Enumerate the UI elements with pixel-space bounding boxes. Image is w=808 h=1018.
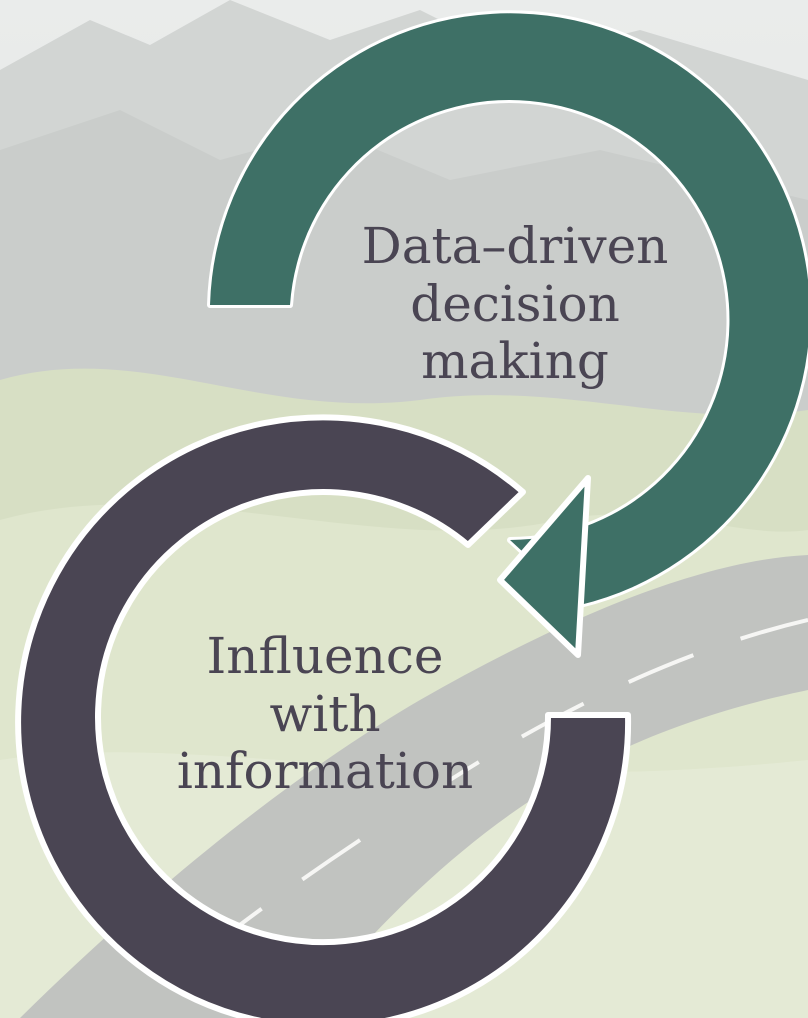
road-shape	[20, 555, 808, 1018]
node-label-line: Data–driven	[361, 217, 669, 275]
node-label-line: information	[176, 742, 474, 800]
node-label-line: decision	[410, 274, 620, 333]
node-label-line: making	[421, 332, 609, 390]
node-label-data-driven: Data–driven decision making	[330, 217, 700, 391]
node-label-line: with	[269, 684, 381, 743]
node-label-influence: Influence with information	[140, 627, 510, 801]
ring-data-driven	[207, 10, 808, 608]
node-label-line: Influence	[206, 627, 444, 685]
ring-influence	[15, 414, 632, 1018]
road-marking	[168, 618, 808, 982]
arrow-data-to-influence	[497, 475, 591, 658]
mountain-shape	[0, 110, 808, 420]
